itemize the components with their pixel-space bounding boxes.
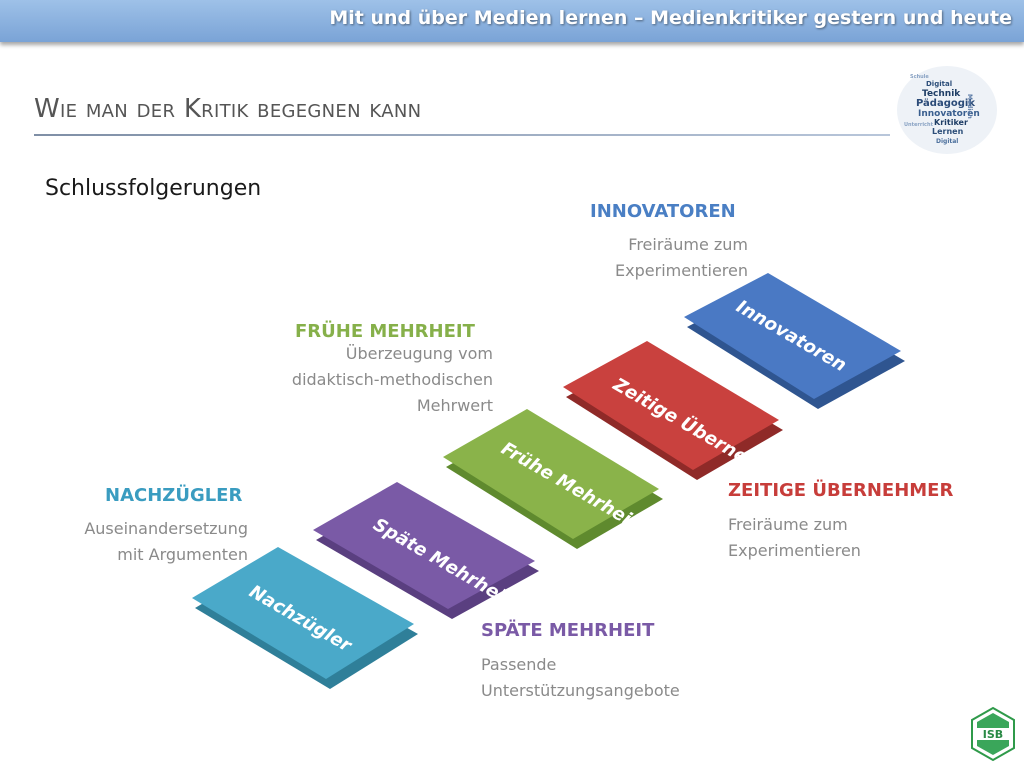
cloud-word: Lernen — [932, 127, 964, 136]
word-cloud-image: Schule Digital Technik Pädagogik Innovat… — [897, 66, 997, 154]
desc-line: Mehrwert — [416, 396, 493, 415]
logo-text: ISB — [983, 728, 1003, 741]
cloud-word: Digital — [926, 80, 952, 88]
step-innovatoren: Innovatoren — [684, 273, 905, 409]
desc-line: Freiräume zum — [728, 515, 848, 534]
step-surface — [563, 341, 779, 470]
section-subtitle: Schlussfolgerungen — [45, 176, 262, 201]
cloud-word: Innovatoren — [918, 109, 980, 119]
step-surface — [313, 482, 535, 609]
desc-line: didaktisch-methodischen — [291, 370, 493, 389]
group-heading-fruehe-mehrheit: FRÜHE MEHRHEIT — [295, 321, 475, 342]
group-heading-spaete-mehrheit: SPÄTE MEHRHEIT — [481, 620, 655, 641]
desc-line: Überzeugung vom — [345, 344, 493, 363]
cloud-word: Unterricht — [904, 122, 934, 128]
cloud-word: Kritiker — [934, 118, 968, 127]
group-desc-spaete-mehrheit: Passende Unterstützungsangebote — [481, 652, 680, 704]
group-heading-nachzuegler: NACHZÜGLER — [105, 485, 243, 506]
group-desc-fruehe-mehrheit: Überzeugung vom didaktisch-methodischen … — [292, 341, 493, 419]
header-banner: Mit und über Medien lernen – Medienkriti… — [0, 0, 1024, 42]
presentation-title: Mit und über Medien lernen – Medienkriti… — [329, 7, 1012, 29]
desc-line: Auseinandersetzung — [84, 519, 248, 538]
desc-line: Unterstützungsangebote — [481, 681, 680, 700]
cloud-word: Schule — [910, 74, 929, 80]
step-surface — [192, 547, 414, 679]
group-desc-innovatoren: Freiräume zum Experimentieren — [615, 232, 748, 284]
step-surface — [443, 409, 659, 539]
desc-line: Passende — [481, 655, 557, 674]
isb-logo: ISB — [971, 706, 1015, 762]
cloud-word: Technik — [922, 89, 961, 99]
group-heading-innovatoren: INNOVATOREN — [590, 201, 736, 222]
desc-line: mit Argumenten — [117, 545, 248, 564]
step-nachzuegler: Nachzügler — [192, 547, 418, 689]
desc-line: Experimentieren — [615, 261, 748, 280]
desc-line: Freiräume zum — [628, 235, 748, 254]
cloud-word: Medien — [966, 94, 973, 119]
page-title: Wie man der Kritik begegnen kann — [34, 94, 422, 124]
title-divider — [34, 134, 890, 136]
step-zeitige-uebernehmer: Zeitige Übernehmer — [563, 341, 798, 495]
group-heading-zeitige-uebernehmer: ZEITIGE ÜBERNEHMER — [728, 480, 954, 501]
step-surface — [684, 273, 901, 399]
cloud-word: Pädagogik — [916, 98, 975, 109]
group-desc-zeitige-uebernehmer: Freiräume zum Experimentieren — [728, 512, 861, 564]
desc-line: Experimentieren — [728, 541, 861, 560]
cloud-word: Digital — [936, 138, 958, 145]
group-desc-nachzuegler: Auseinandersetzung mit Argumenten — [84, 516, 248, 568]
